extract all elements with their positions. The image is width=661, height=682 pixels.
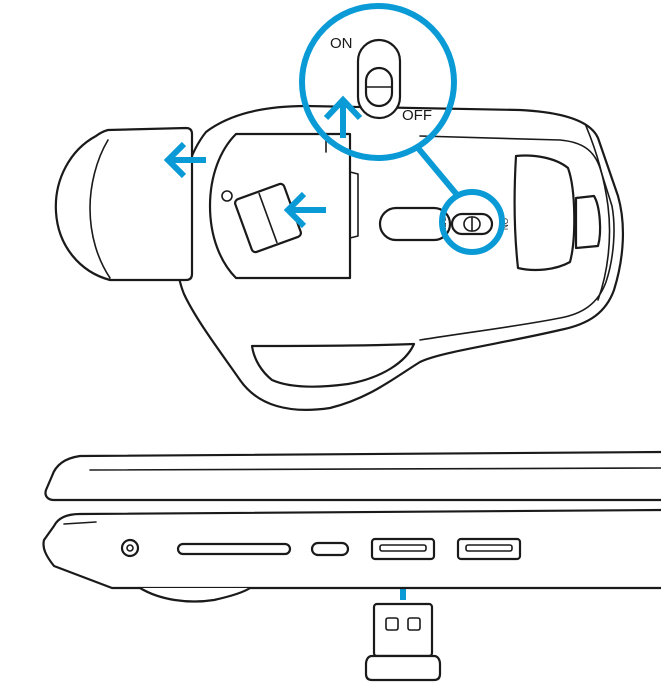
screw-hole-icon	[221, 190, 233, 202]
mouse-inner-rim	[419, 135, 615, 341]
usb-a-port	[456, 537, 522, 561]
arrow-icon-switch-up	[323, 95, 363, 138]
usb-receiver-body	[364, 654, 442, 682]
mouse-side-button	[574, 194, 602, 250]
mouse-bottom-view: OFF ON	[175, 104, 625, 411]
laptop-side-view	[42, 450, 661, 603]
arrow-icon-take-receiver	[283, 191, 326, 229]
laptop-lid	[44, 450, 661, 502]
on-label: ON	[330, 35, 353, 52]
battery-door-outline	[54, 126, 194, 282]
sd-card-slot	[176, 542, 292, 556]
usb-receiver-contact-left	[385, 617, 399, 631]
mouse-side-edge	[585, 125, 611, 301]
usb-c-port	[310, 541, 350, 557]
mouse-feet-pad-right	[513, 154, 576, 272]
zoom-callout: ON OFF	[299, 3, 505, 255]
magnifier-circle-icon	[299, 3, 457, 161]
audio-jack-port	[120, 538, 140, 558]
off-label: OFF	[402, 107, 432, 124]
battery-cavity-rail	[349, 171, 359, 239]
battery-door	[54, 126, 194, 282]
usb-receiver-plug	[372, 602, 434, 658]
mouse-feet-pad-bottom	[250, 342, 416, 388]
usb-receiver-contact-right	[407, 617, 421, 631]
sensor-window	[378, 206, 452, 242]
laptop-foot	[138, 586, 252, 603]
arrow-icon-remove-door	[163, 141, 206, 179]
laptop-base	[42, 508, 661, 590]
usb-a-port-target	[370, 537, 436, 561]
usb-receiver	[364, 602, 442, 682]
battery-door-inner	[89, 139, 111, 279]
